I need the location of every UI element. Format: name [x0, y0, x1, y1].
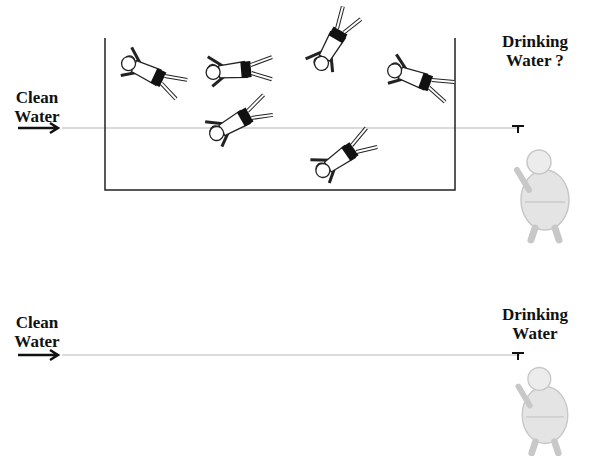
inlet-label: Clean Water	[4, 313, 70, 351]
swimmer	[304, 3, 363, 76]
outlet-label: Drinking Water ?	[494, 32, 576, 70]
water-pipe	[62, 127, 520, 129]
inlet-label: Clean Water	[4, 88, 70, 126]
water-pipe	[62, 354, 520, 356]
faucet	[512, 353, 524, 360]
drinking-person	[518, 368, 567, 454]
swimmer	[383, 53, 456, 104]
swimmer	[308, 123, 380, 186]
drinking-person	[517, 150, 569, 240]
swimmer	[116, 46, 189, 102]
swimmer	[205, 51, 274, 87]
swimming-pool	[105, 38, 455, 190]
flow-arrow	[18, 350, 58, 360]
swimmers	[116, 3, 456, 186]
outlet-label: Drinking Water	[494, 305, 576, 343]
swimmer	[203, 90, 276, 149]
faucet	[512, 126, 524, 133]
